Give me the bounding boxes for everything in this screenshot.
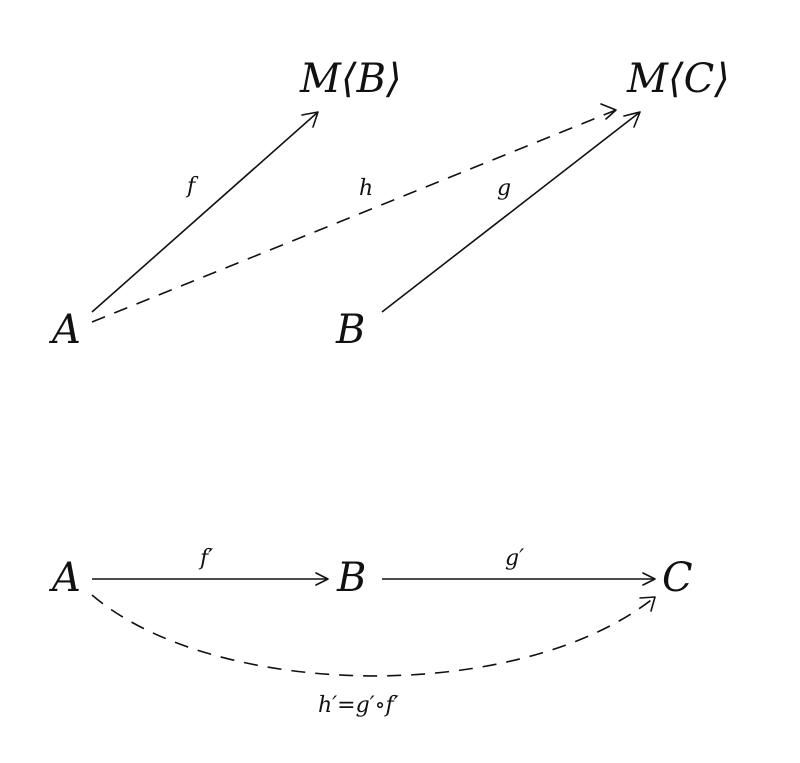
node-M-of-C: M⟨C⟩ <box>626 56 730 102</box>
label-h-prime: h′=g′∘f′ <box>318 693 399 718</box>
label-f: f <box>185 174 199 199</box>
bottom-diagram: A B C f′ g′ h′=g′∘f′ <box>48 546 693 718</box>
arrow-f-prime <box>92 572 329 586</box>
arrow-h-prime <box>91 594 656 677</box>
arrow-g-head <box>623 111 641 128</box>
arrow-f-head <box>301 111 319 128</box>
label-g: g <box>497 176 511 201</box>
node-M-of-B: M⟨B⟩ <box>299 56 402 102</box>
label-g-prime: g′ <box>505 546 524 571</box>
node-C-bottom: C <box>662 555 693 601</box>
node-B-bottom: B <box>336 555 366 601</box>
arrow-h-shaft <box>91 109 617 323</box>
arrow-g-prime <box>382 572 656 586</box>
node-B-top: B <box>335 307 365 353</box>
arrow-g <box>381 111 641 313</box>
arrow-f <box>91 111 319 313</box>
arrow-h-prime-head <box>639 596 656 612</box>
arrow-f-shaft <box>91 111 319 313</box>
arrow-g-shaft <box>381 111 641 313</box>
arrow-f-prime-head <box>315 572 329 586</box>
label-f-prime: f′ <box>198 546 213 571</box>
node-A-top: A <box>48 307 81 353</box>
arrow-h <box>91 103 617 323</box>
label-h: h <box>359 176 373 201</box>
top-diagram: M⟨B⟩ M⟨C⟩ A B f h g <box>48 56 730 353</box>
node-A-bottom: A <box>48 555 81 601</box>
arrow-h-prime-curve <box>91 594 656 677</box>
arrow-h-head <box>600 103 617 120</box>
arrow-g-prime-head <box>642 572 656 586</box>
